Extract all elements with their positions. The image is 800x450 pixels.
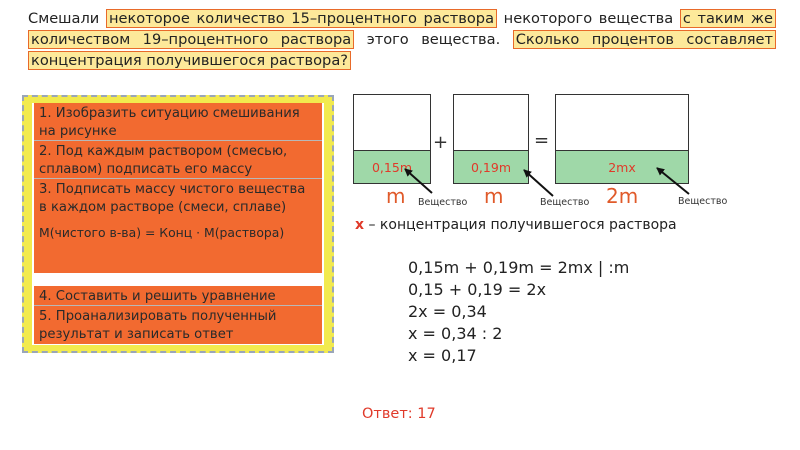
x-legend-text: – концентрация получившегося раствора (364, 217, 677, 233)
beaker-1: 0,15m (353, 94, 431, 184)
problem-highlight-1: некоторое количество 15–процентного раст… (105, 9, 498, 28)
step-divider (34, 140, 322, 141)
step-divider (34, 305, 322, 306)
step-2-text: 2. Под каждым раствором (смесью, сплавом… (39, 144, 288, 177)
step-1-text: 1. Изобразить ситуацию смешивания на рис… (39, 106, 300, 139)
arrow-icon (523, 169, 554, 197)
mass-formula: М(чистого в-ва) = Конц · М(раствора) (39, 225, 285, 240)
equations: 0,15m + 0,19m = 2mx | :m 0,15 + 0,19 = 2… (408, 257, 629, 367)
substance-label-1: Вещество (418, 197, 468, 208)
step-5: 5. Проанализировать полученный результат… (34, 306, 322, 344)
mass-label-1: m (386, 184, 406, 208)
problem-text-2: некоторого вещества (503, 10, 674, 27)
beaker-1-liquid: 0,15m (354, 150, 430, 183)
step-3-text: 3. Подписать массу чистого вещества в ка… (39, 182, 306, 215)
beaker-3: 2mx (555, 94, 689, 184)
step-2: 2. Под каждым раствором (смесью, сплавом… (34, 141, 322, 179)
step-divider (34, 178, 322, 179)
steps-panel: 1. Изобразить ситуацию смешивания на рис… (22, 95, 334, 353)
steps-panel-inner: 1. Изобразить ситуацию смешивания на рис… (32, 103, 324, 345)
plus-sign: + (433, 132, 449, 153)
beaker-2-liquid: 0,19m (454, 150, 528, 183)
problem-text-1: Смешали (28, 10, 100, 27)
arrow-icon (404, 168, 433, 194)
problem-statement: Смешали некоторое количество 15–процентн… (28, 8, 777, 71)
equals-sign: = (534, 130, 550, 151)
equation-line: x = 0,17 (408, 346, 477, 365)
step-5-text: 5. Проанализировать полученный результат… (39, 309, 277, 342)
mass-label-3: 2m (606, 184, 639, 208)
equation-line: 0,15m + 0,19m = 2mx | :m (408, 258, 630, 277)
problem-text-3: этого вещества. (366, 31, 501, 48)
step-4-text: 4. Составить и решить уравнение (39, 289, 276, 304)
answer: Ответ: 17 (362, 406, 436, 422)
beaker-2: 0,19m (453, 94, 529, 184)
mass-label-2: m (484, 184, 504, 208)
step-3: 3. Подписать массу чистого вещества в ка… (34, 179, 322, 273)
beaker-3-liquid: 2mx (556, 150, 688, 183)
x-variable: x (355, 217, 365, 233)
substance-label-2: Вещество (540, 197, 590, 208)
equation-line: x = 0,34 : 2 (408, 324, 503, 343)
equation-line: 2x = 0,34 (408, 302, 487, 321)
x-legend: x – концентрация получившегося раствора (355, 217, 677, 233)
substance-label-3: Вещество (678, 196, 728, 207)
arrow-icon (656, 167, 690, 195)
equation-line: 0,15 + 0,19 = 2x (408, 280, 547, 299)
step-4: 4. Составить и решить уравнение (34, 286, 322, 306)
step-1: 1. Изобразить ситуацию смешивания на рис… (34, 103, 322, 141)
